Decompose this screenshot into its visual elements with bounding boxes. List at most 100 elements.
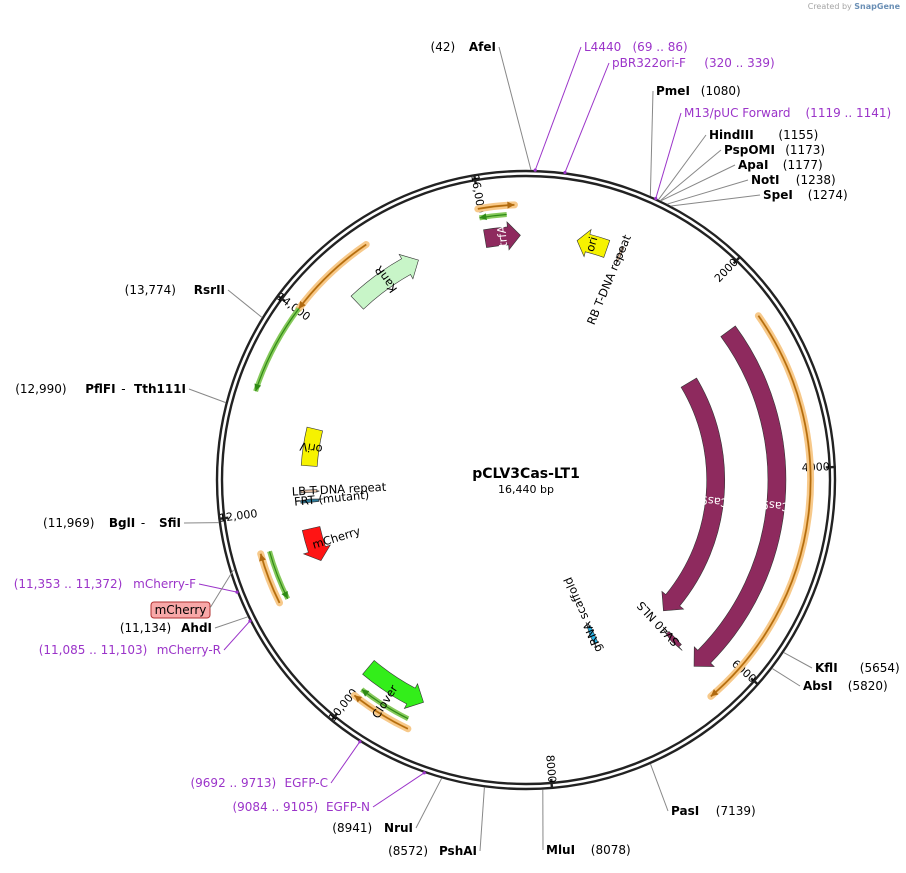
site-position: (1155): [778, 128, 818, 142]
feature-grna-scaffold: [585, 622, 599, 649]
tick-mark: [472, 174, 477, 185]
feature-oriv: [300, 426, 323, 467]
tick-mark: [750, 677, 760, 686]
feature-clover: [362, 660, 424, 709]
tick-label: 12,000: [218, 507, 258, 525]
watermark-brand: SnapGene: [854, 2, 900, 11]
site-labels: AfeI(42)L4440(69 .. 86)pBR322ori-F(320 .…: [14, 40, 900, 858]
feature-label-lb-t-dna-repeat: LB T-DNA repeat: [291, 480, 387, 499]
site-position: (1080): [701, 84, 741, 98]
tick-mark: [330, 712, 339, 722]
site-leader: [660, 149, 722, 202]
map-length: 16,440 bp: [498, 483, 554, 496]
feature-label-ori: ori: [583, 235, 601, 253]
site-leader: [670, 194, 761, 207]
primer-arrowhead: [479, 213, 487, 221]
site-name: NruI: [384, 821, 413, 835]
feature-rb-t-dna-repeat: [615, 245, 625, 263]
site-pshai: PshAI (8572): [388, 787, 485, 858]
site-position: (1177): [783, 158, 823, 172]
site-name: NotI: [751, 173, 780, 187]
site-egfp-n: EGFP-N (9084 .. 9105): [232, 771, 426, 814]
feature-mcherry: [301, 526, 331, 561]
watermark: Created by SnapGene: [808, 2, 900, 11]
site-name: ApaI: [738, 158, 768, 172]
site-leader: [655, 112, 682, 199]
site-bgli: SfiI-BglI(11,969): [43, 516, 219, 530]
site-position: (1274): [808, 188, 848, 202]
tick-label: 8000: [543, 754, 558, 783]
site-position: (8078): [591, 843, 631, 857]
site-name: BglI: [109, 516, 135, 530]
site-dot: [563, 170, 567, 175]
site-position: (11,134): [120, 621, 171, 635]
site-name: PspOMI: [724, 143, 775, 157]
site-name: EGFP-N: [326, 800, 370, 814]
site-position: (9084 .. 9105): [232, 800, 318, 814]
map-center: pCLV3Cas-LT1 16,440 bp: [472, 466, 580, 496]
site-position: (5820): [848, 679, 888, 693]
site-position: (8941): [332, 821, 372, 835]
site-name: L4440: [584, 40, 621, 54]
site-position: (42): [431, 40, 456, 54]
site-leader: [227, 289, 263, 318]
site-position: (7139): [716, 804, 756, 818]
primer-arrowhead: [361, 689, 370, 697]
primer-arrowhead: [281, 590, 288, 599]
site-name: KflI: [815, 661, 838, 675]
feature-trfa: [483, 221, 521, 251]
feature-kanr: [350, 253, 419, 310]
site-mcherry-r: mCherry-R(11,085 .. 11,103): [39, 619, 252, 657]
site-name: PflFI: [85, 382, 115, 396]
tick-label: 10,000: [326, 686, 360, 724]
site-dot: [248, 619, 252, 623]
feature-label-trfa: trfA: [494, 225, 510, 248]
site-dot: [533, 168, 537, 172]
mcherry-callout-leader: [209, 569, 234, 609]
site-separator: -: [121, 382, 125, 396]
site-name: EGFP-C: [285, 776, 328, 790]
site-noti: NotI(1238): [667, 173, 836, 205]
site-name: AbsI: [803, 679, 832, 693]
site-mlui: MluI(8078): [542, 789, 631, 857]
site-afei: AfeI(42): [431, 40, 532, 171]
feature-cas9: [693, 325, 787, 667]
site-dot: [235, 590, 239, 594]
site-leader: [783, 652, 813, 669]
site-l4440: L4440(69 .. 86): [533, 40, 688, 172]
mcherry-callout-label: mCherry: [155, 603, 207, 617]
tick-mark: [276, 294, 286, 303]
site-kfli: KflI(5654): [783, 652, 900, 675]
site-name-extra: Tth111I: [134, 382, 186, 396]
site-position: (320 .. 339): [704, 56, 774, 70]
feature-ori: [576, 228, 611, 258]
primer-arrowhead: [259, 553, 266, 562]
site-name: PasI: [671, 804, 699, 818]
feature-label-cas9: Cas9: [761, 497, 791, 514]
primer-arrowhead: [354, 695, 363, 703]
backbone: [215, 169, 837, 791]
backbone-inner-strand: [220, 174, 832, 786]
site-position: (11,969): [43, 516, 94, 530]
site-hindiii: HindIII(1155): [658, 128, 818, 201]
map-title: pCLV3Cas-LT1: [472, 466, 580, 482]
site-rsrii: RsrII(13,774): [125, 283, 263, 318]
mcherry-callout-box: [150, 601, 211, 619]
site-egfp-c: EGFP-C(9692 .. 9713): [190, 740, 362, 790]
tick-mark: [732, 255, 742, 265]
site-name: PshAI: [439, 844, 477, 858]
site-leader: [415, 778, 443, 829]
site-name: AhdI: [181, 621, 212, 635]
site-position: (8572): [388, 844, 428, 858]
site-leader: [498, 46, 532, 171]
site-name: SpeI: [763, 188, 793, 202]
site-m13-puc-forward: M13/pUC Forward(1119 .. 1141): [654, 106, 891, 201]
site-pasi: PasI (7139): [649, 763, 756, 818]
site-leader: [649, 90, 654, 197]
primer-arc-line: [710, 315, 812, 697]
feature-label-oriv: oriV: [299, 439, 324, 456]
site-pflfi: Tth111I-PflFI(12,990): [15, 382, 226, 404]
site-leader: [534, 46, 582, 171]
